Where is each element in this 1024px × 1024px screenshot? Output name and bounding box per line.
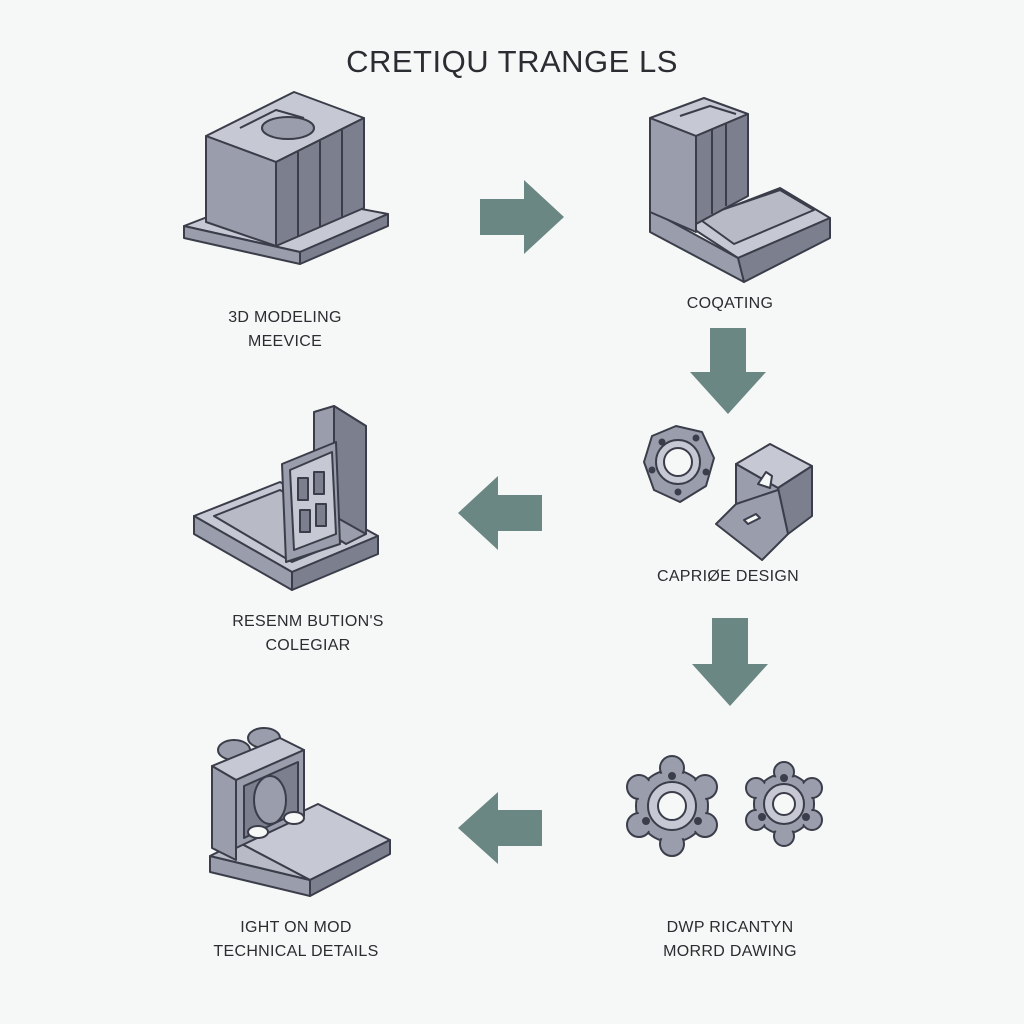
step-capture: [640, 420, 820, 566]
nut-and-cube-icon: [643, 425, 813, 561]
arrow-down-1: [690, 328, 766, 414]
step-resenm: [190, 405, 390, 592]
caption-modeling-line2: MEEVICE: [247, 333, 323, 350]
caption-drawing: DWP RICANTYN MORRD DAWING: [620, 916, 840, 964]
caption-details: IGHT ON MOD TECHNICAL DETAILS: [186, 916, 406, 964]
step-drawing: [618, 752, 844, 864]
step-details: [208, 720, 394, 898]
arrow-left-1: [458, 476, 544, 550]
caption-coating: COQATING: [630, 292, 830, 316]
caption-details-line2: TECHNICAL DETAILS: [213, 943, 379, 960]
gear-pair-icon: [626, 755, 823, 857]
panel-bracket-icon: [193, 405, 379, 591]
block-assembly-icon: [183, 91, 389, 265]
caption-resenm: RESENM BUTION'S COLEGIAR: [180, 610, 436, 658]
caption-capture: CAPRIØE DESIGN: [618, 565, 838, 589]
arrow-left-2: [458, 792, 544, 864]
caption-modeling: 3D MODELING MEEVICE: [180, 306, 390, 354]
caption-resenm-line1: RESENM BUTION'S: [232, 613, 384, 630]
caption-capture-line1: CAPRIØE DESIGN: [656, 568, 799, 585]
caption-coating-line1: COQATING: [686, 295, 774, 312]
step-modeling: [180, 88, 390, 268]
l-bracket-icon: [649, 97, 831, 283]
caption-details-line1: IGHT ON MOD: [240, 919, 352, 936]
caption-drawing-line1: DWP RICANTYN: [666, 919, 794, 936]
caption-resenm-line2: COLEGIAR: [265, 637, 351, 654]
arrow-right-1: [478, 180, 564, 254]
diagram-title: CRETIQU TRANGE LS: [346, 44, 678, 79]
arrow-down-2: [692, 618, 768, 706]
caption-drawing-line2: MORRD DAWING: [663, 943, 797, 960]
caption-modeling-line1: 3D MODELING: [228, 309, 342, 326]
bracket-with-holes-icon: [209, 727, 391, 897]
step-coating: [640, 92, 840, 288]
